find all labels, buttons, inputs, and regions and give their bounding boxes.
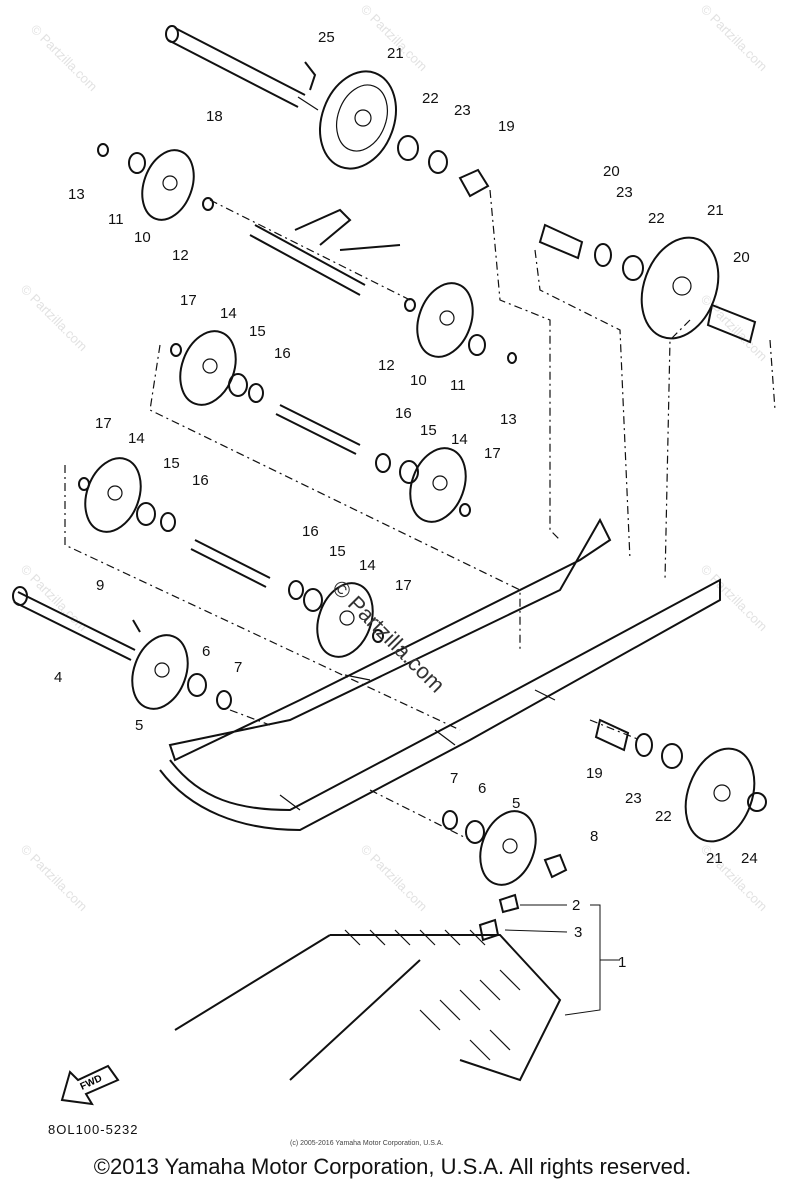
part-number-label: 1 bbox=[618, 954, 626, 971]
watermark-layer: © Partzilla.com © Partzilla.com © Partzi… bbox=[18, 2, 771, 915]
part-number-label: 22 bbox=[655, 808, 672, 825]
part-number-label: 7 bbox=[234, 659, 242, 676]
part-number-label: 3 bbox=[574, 924, 582, 941]
part-number-label: 16 bbox=[192, 472, 209, 489]
part-number-label: 5 bbox=[135, 717, 143, 734]
part-number-label: 14 bbox=[451, 431, 468, 448]
part-number-label: 11 bbox=[108, 211, 124, 228]
small-parts bbox=[78, 61, 767, 879]
part-number-label: 16 bbox=[302, 523, 319, 540]
part-number-label: 15 bbox=[420, 422, 437, 439]
part-number-label: 22 bbox=[648, 210, 665, 227]
part-number-label: 11 bbox=[450, 377, 466, 394]
track bbox=[174, 893, 562, 1082]
part-number-label: 23 bbox=[625, 790, 642, 807]
part-number-label: 14 bbox=[220, 305, 237, 322]
wheel-10-right bbox=[416, 282, 474, 358]
part-number-label: 15 bbox=[249, 323, 266, 340]
wheel-14-a bbox=[179, 330, 237, 406]
part-number-label: 19 bbox=[498, 118, 515, 135]
part-number-label: 10 bbox=[410, 372, 427, 389]
part-number-label: 25 bbox=[318, 29, 335, 46]
part-number-label: 18 bbox=[206, 108, 223, 125]
part-number-label: 21 bbox=[706, 850, 723, 867]
watermark: © Partzilla.com bbox=[18, 842, 91, 915]
watermark: © Partzilla.com bbox=[358, 842, 431, 915]
shafts bbox=[12, 208, 401, 661]
watermark: © Partzilla.com bbox=[698, 2, 771, 75]
part-number-label: 23 bbox=[454, 102, 471, 119]
part-number-label: 7 bbox=[450, 770, 458, 787]
part-number-label: 2 bbox=[572, 897, 580, 914]
wheel-5-right bbox=[479, 810, 537, 886]
part-number-label: 13 bbox=[68, 186, 85, 203]
part-number-label: 12 bbox=[378, 357, 395, 374]
wheel-14-b bbox=[409, 447, 467, 523]
watermark: © Partzilla.com bbox=[18, 282, 91, 355]
part-number-label: 17 bbox=[484, 445, 501, 462]
part-number-label: 17 bbox=[95, 415, 112, 432]
part-number-label: 17 bbox=[180, 292, 197, 309]
part-number-label: 10 bbox=[134, 229, 151, 246]
part-number-label: 4 bbox=[54, 669, 62, 686]
part-number-label: 21 bbox=[707, 202, 724, 219]
watermark: © Partzilla.com bbox=[698, 292, 771, 365]
wheel-21-top bbox=[319, 70, 397, 170]
fwd-arrow-icon: FWD bbox=[60, 1064, 120, 1106]
part-number-label: 5 bbox=[512, 795, 520, 812]
part-number-label: 24 bbox=[741, 850, 758, 867]
part-number-label: 20 bbox=[603, 163, 620, 180]
watermark: © Partzilla.com bbox=[358, 2, 431, 75]
part-number-label: 6 bbox=[478, 780, 486, 797]
part-number-label: 13 bbox=[500, 411, 517, 428]
part-number-label: 20 bbox=[733, 249, 750, 266]
part-number-label: 19 bbox=[586, 765, 603, 782]
wheel-10-top bbox=[141, 149, 195, 221]
part-number-label: 15 bbox=[163, 455, 180, 472]
part-number-label: 15 bbox=[329, 543, 346, 560]
footer-copyright: ©2013 Yamaha Motor Corporation, U.S.A. A… bbox=[93, 1154, 692, 1179]
part-bracket bbox=[504, 904, 620, 1016]
part-number-label: 14 bbox=[128, 430, 145, 447]
part-number-label: 22 bbox=[422, 90, 439, 107]
wheel-21-right bbox=[640, 236, 720, 340]
wheel-21-bottom bbox=[684, 747, 756, 843]
part-number-label: 23 bbox=[616, 184, 633, 201]
part-number-label: 21 bbox=[387, 45, 404, 62]
part-number-label: 14 bbox=[359, 557, 376, 574]
assembly-lines bbox=[64, 189, 776, 841]
part-number-label: 16 bbox=[395, 405, 412, 422]
watermark: © Partzilla.com bbox=[698, 562, 771, 635]
upper-shaft bbox=[165, 25, 319, 111]
wheel-5-left bbox=[131, 634, 189, 710]
wheel-14-d bbox=[316, 582, 374, 658]
part-number-label: 6 bbox=[202, 643, 210, 660]
part-number-label: 17 bbox=[395, 577, 412, 594]
part-number-label: 9 bbox=[96, 577, 104, 594]
fwd-label: FWD bbox=[79, 1073, 104, 1093]
wheel-14-c bbox=[84, 457, 142, 533]
slide-rails bbox=[159, 517, 721, 832]
part-number-label: 8 bbox=[590, 828, 598, 845]
diagram-code: 8OL100-5232 bbox=[48, 1122, 139, 1137]
part-number-label: 12 bbox=[172, 247, 189, 264]
small-copyright: (c) 2005-2016 Yamaha Motor Corporation, … bbox=[290, 1140, 444, 1147]
watermark: © Partzilla.com bbox=[28, 22, 101, 95]
part-number-label: 16 bbox=[274, 345, 291, 362]
